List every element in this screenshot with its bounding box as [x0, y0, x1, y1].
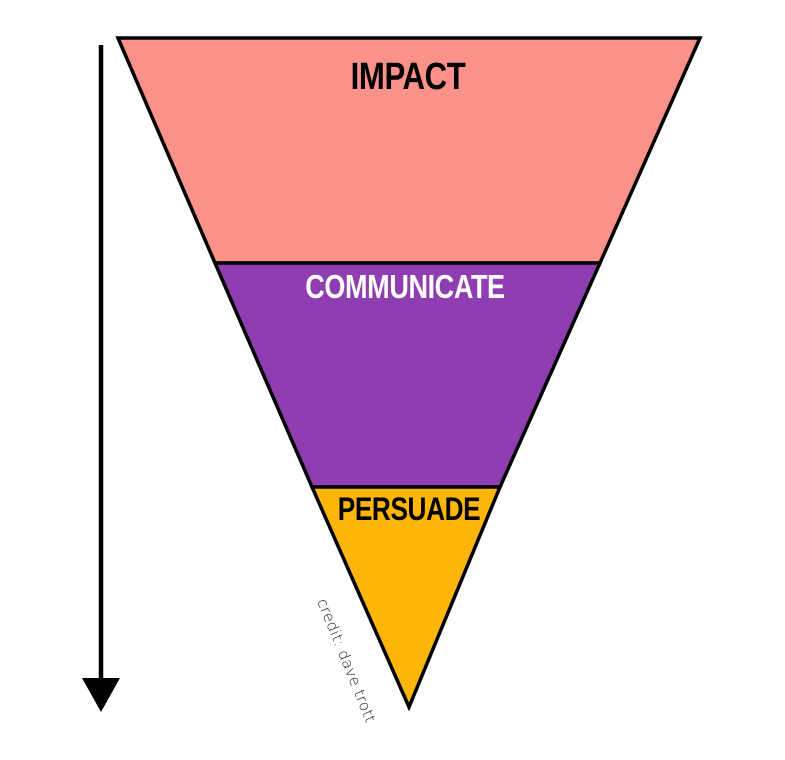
arrow-down-icon — [82, 45, 120, 712]
arrow-head — [82, 678, 120, 712]
funnel-band-impact[interactable] — [115, 36, 703, 265]
funnel-band-persuade[interactable] — [309, 485, 503, 712]
funnel-band-communicate[interactable] — [212, 261, 603, 489]
